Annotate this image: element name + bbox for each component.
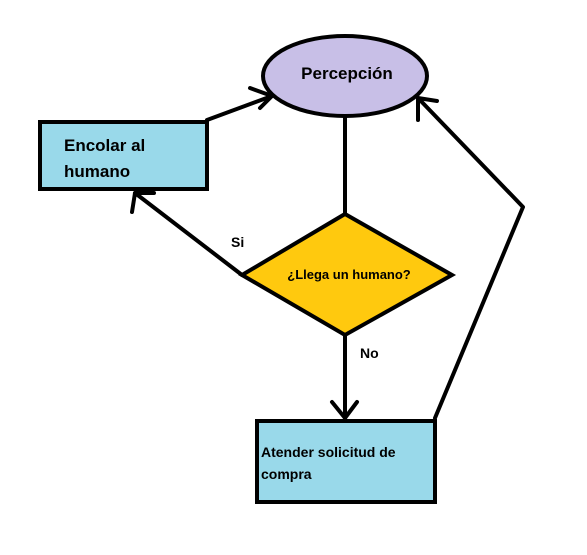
edge-attend-to-perception [416,96,525,420]
perception-shape [261,34,429,118]
attend-label-line1: Atender solicitud de [261,444,396,460]
node-attend: Atender solicitud de compra [255,419,437,504]
queue-label-line1: Encolar al [64,136,145,155]
edges [130,86,525,420]
decision-label: ¿Llega un humano? [287,267,411,282]
node-perception: Percepción [261,34,429,118]
no-label: No [360,345,379,361]
perception-label: Percepción [301,64,393,83]
decision-shape [238,211,457,338]
arrowhead-decision-to-queue [130,191,156,214]
attend-shape [255,419,437,504]
arrowhead-attend-to-perception [416,96,439,122]
attend-label-line2: compra [261,466,312,482]
queue-shape [38,120,209,191]
edge-decision-to-queue [133,191,244,277]
node-decision: ¿Llega un humano? [238,211,457,338]
node-queue: Encolar al humano [38,120,209,191]
arrowhead-decision-to-attend [330,400,359,420]
queue-label-line2: humano [64,162,130,181]
yes-label: Si [231,234,244,250]
edge-queue-to-perception [205,94,274,122]
